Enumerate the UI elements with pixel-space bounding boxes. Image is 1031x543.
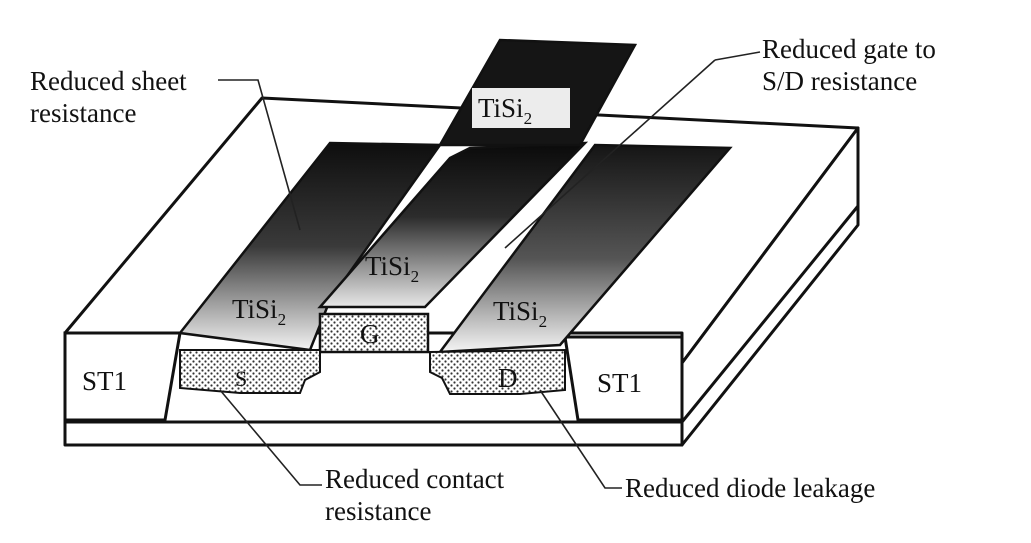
leader-gate	[504, 59, 716, 249]
leader-diode	[539, 389, 622, 489]
region-sti-right: ST1	[597, 368, 642, 398]
label-reduced-sheet-line1: Reduced sheet	[30, 66, 187, 96]
leader-gate-top	[714, 51, 761, 61]
label-reduced-sheet-line2: resistance	[30, 98, 136, 128]
substrate-right-line	[680, 205, 860, 423]
leader-contact	[219, 389, 322, 486]
gate-poly	[318, 312, 430, 354]
top-label-window	[472, 88, 570, 128]
leader-lines	[218, 51, 761, 489]
sti-right-block	[563, 335, 684, 422]
drain-diffusion	[429, 348, 566, 395]
label-reduced-diode: Reduced diode leakage	[625, 473, 875, 503]
label-reduced-gate-line2: S/D resistance	[762, 66, 917, 96]
region-tisi2-top: TiSi2	[478, 93, 532, 128]
region-tisi2-source: TiSi2	[232, 294, 286, 329]
region-source-s: S	[235, 366, 247, 391]
source-silicide	[177, 141, 443, 352]
label-reduced-gate-line1: Reduced gate to	[762, 34, 936, 64]
region-drain-d: D	[498, 363, 518, 393]
sti-left-block	[63, 331, 182, 422]
region-tisi2-drain: TiSi2	[493, 296, 547, 331]
label-reduced-contact-line2: resistance	[325, 496, 431, 526]
source-diffusion	[179, 349, 321, 394]
label-reduced-contact-line1: Reduced contact	[325, 464, 505, 494]
region-tisi2-gate: TiSi2	[365, 251, 419, 286]
leader-sheet	[218, 79, 301, 231]
region-gate-g: G	[360, 319, 380, 349]
region-sti-left: ST1	[82, 366, 127, 396]
